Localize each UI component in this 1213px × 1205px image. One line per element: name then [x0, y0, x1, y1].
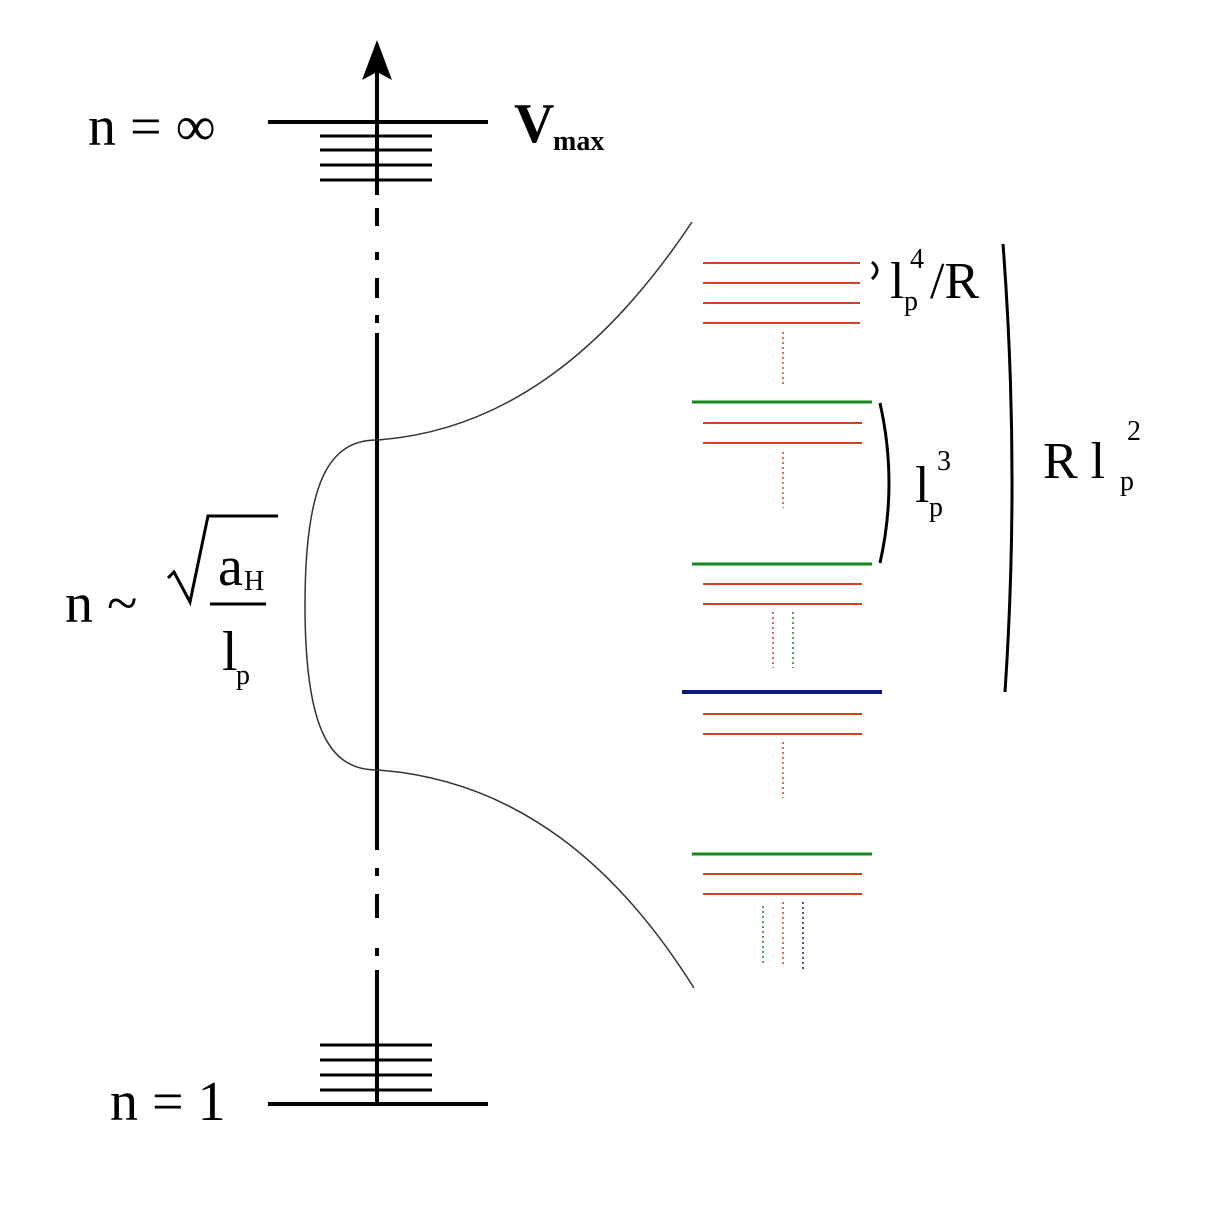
- brackets: [870, 243, 1014, 693]
- fine-sub: p: [904, 286, 918, 317]
- sqrt-numerator: a: [218, 536, 243, 598]
- label-big-splitting: R l p 2: [1043, 416, 1141, 497]
- vmax-subscript: max: [553, 126, 604, 157]
- bracket-mid: [878, 402, 891, 564]
- vmax-letter: V: [514, 93, 554, 155]
- bracket-fine: [870, 260, 879, 281]
- big-sub: p: [1120, 466, 1134, 497]
- fine-structure: [682, 262, 882, 972]
- main-axis: [362, 40, 392, 1105]
- zoom-curve-bottom: [376, 769, 695, 989]
- axis-arrowhead: [362, 40, 392, 80]
- top-levels: [268, 120, 488, 182]
- bottom-levels: [268, 1043, 488, 1106]
- sqrt-sign: [166, 514, 278, 607]
- big-sup: 2: [1127, 416, 1141, 447]
- sqrt-numerator-subscript: H: [244, 566, 264, 597]
- sqrt-denominator: l: [222, 621, 238, 683]
- zoom-curve-top: [376, 221, 693, 441]
- zoom-bulge-left: [304, 439, 378, 771]
- fine-sup: 4: [910, 244, 924, 275]
- n-tilde: n ~: [65, 573, 137, 635]
- label-n-infinity: n = ∞: [88, 96, 216, 158]
- fine-rest: /R: [930, 253, 979, 310]
- label-fine-splitting: l p 4 /R: [890, 244, 979, 317]
- label-n-estimate: n ~ a H l p: [65, 514, 278, 691]
- sqrt-denominator-subscript: p: [236, 660, 250, 691]
- mid-l: l: [915, 457, 929, 514]
- label-vmax: V max: [514, 93, 604, 157]
- mid-sub: p: [929, 492, 943, 523]
- bracket-big: [1001, 243, 1014, 693]
- label-n-one: n = 1: [110, 1071, 226, 1133]
- mid-sup: 3: [937, 446, 951, 477]
- big-R-l: R l: [1043, 433, 1105, 490]
- fine-l: l: [890, 253, 904, 310]
- zoom-outline: [304, 221, 695, 989]
- label-mid-splitting: l p 3: [915, 446, 951, 523]
